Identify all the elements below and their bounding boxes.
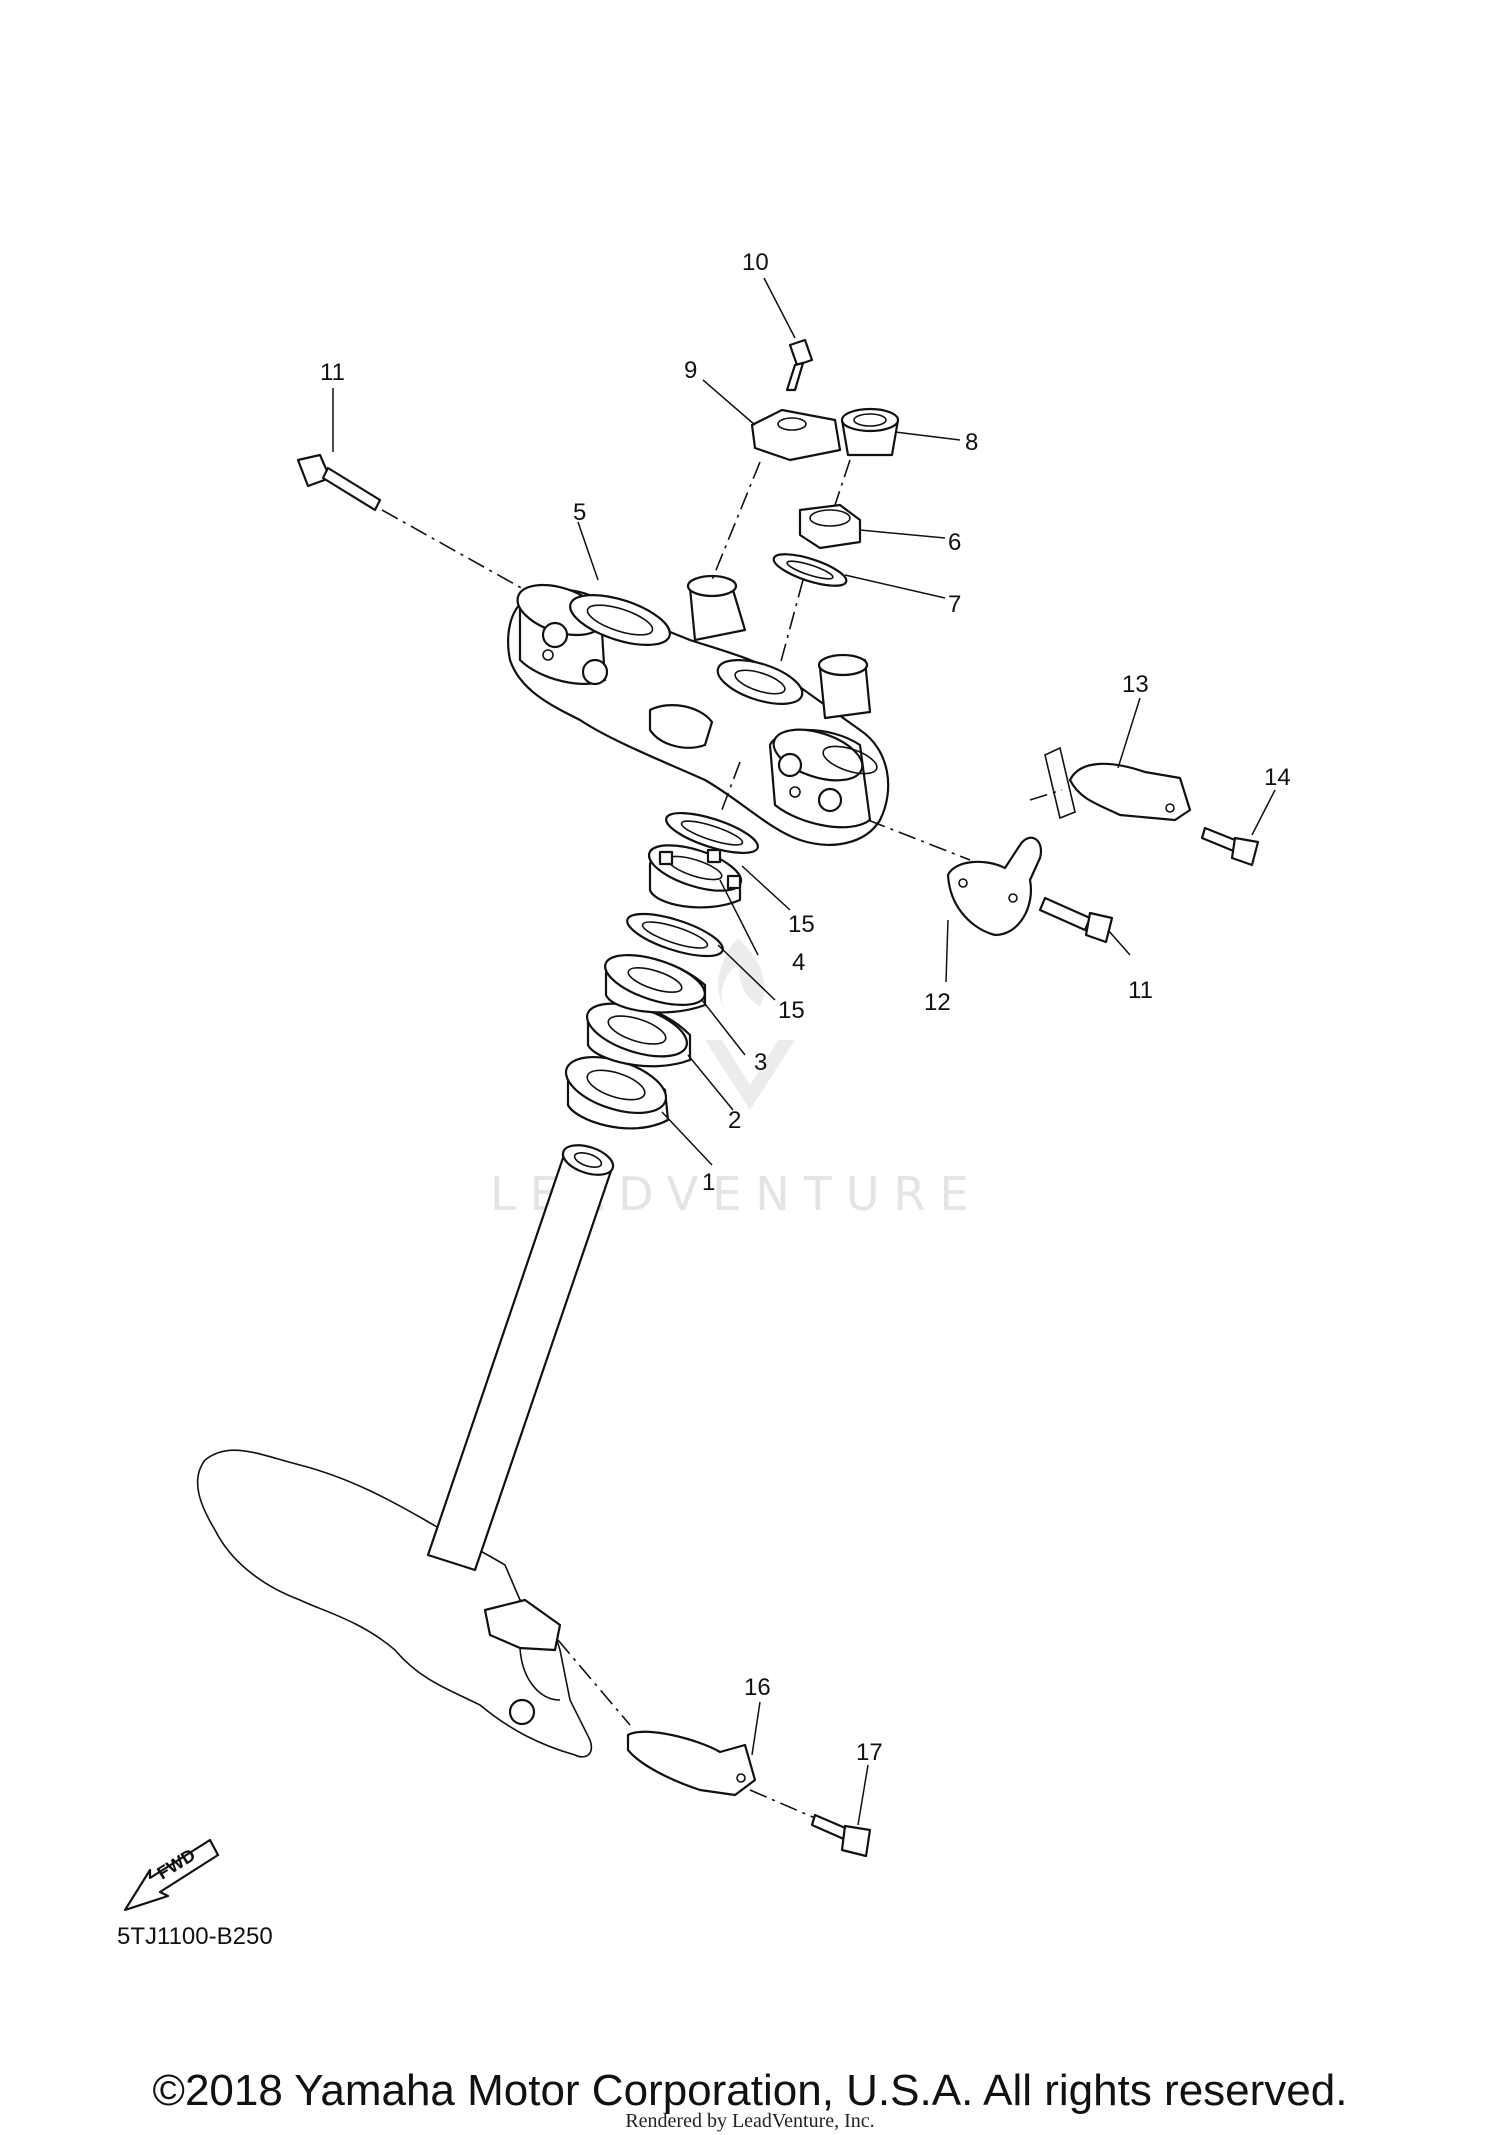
bolt-11-upper [296,453,382,512]
callout-17: 17 [856,1739,883,1766]
upper-bracket [507,574,890,846]
bolt-17 [810,1813,872,1858]
callout-3: 3 [754,1049,767,1076]
callout-10: 10 [742,249,769,276]
callout-16: 16 [744,1674,771,1701]
callout-14: 14 [1264,764,1291,791]
washer-15-upper [665,811,759,855]
callout-7: 7 [948,591,961,618]
callout-labels: 1 2 3 4 5 6 7 8 9 10 11 11 12 13 14 15 1… [320,249,1291,1766]
callout-4: 4 [792,949,805,976]
lower-bracket [196,1449,593,1758]
alignment-lines [381,459,1063,1819]
callout-15-lower: 15 [778,997,805,1024]
clamp-16 [626,1730,757,1797]
clamp-13 [1044,746,1192,822]
rendered-by-note: Rendered by LeadVenture, Inc. [625,2110,875,2132]
bracket-12 [946,836,1043,937]
steering-stem [426,1144,615,1572]
bolt-10 [785,338,814,392]
fwd-arrow-icon: FWD [123,1838,220,1912]
ring-nut-4 [647,844,743,909]
bearing-1 [564,1055,670,1130]
cap-8 [840,407,900,457]
nut-6 [798,503,862,550]
callout-11-upper: 11 [320,359,345,386]
leader-lines [332,277,1276,1826]
callout-8: 8 [965,429,978,456]
washer-15-lower [626,912,724,958]
copyright-notice: ©2018 Yamaha Motor Corporation, U.S.A. A… [152,2066,1348,2115]
callout-11-lower: 11 [1128,977,1153,1004]
callout-2: 2 [728,1107,741,1134]
callout-15-upper: 15 [788,911,815,938]
seal-3 [604,953,707,1014]
bolt-11-lower [1038,896,1114,944]
callout-5: 5 [573,499,586,526]
callout-13: 13 [1122,671,1149,698]
diagram-code: 5TJ1100-B250 [117,1923,273,1950]
callout-1: 1 [702,1169,715,1196]
bolt-14 [1200,826,1260,867]
callout-12: 12 [924,989,951,1016]
bearing-2 [585,1002,692,1068]
callout-9: 9 [684,357,697,384]
callout-6: 6 [948,529,961,556]
handlebar-holder-9 [750,408,842,462]
washer-7 [772,553,848,587]
